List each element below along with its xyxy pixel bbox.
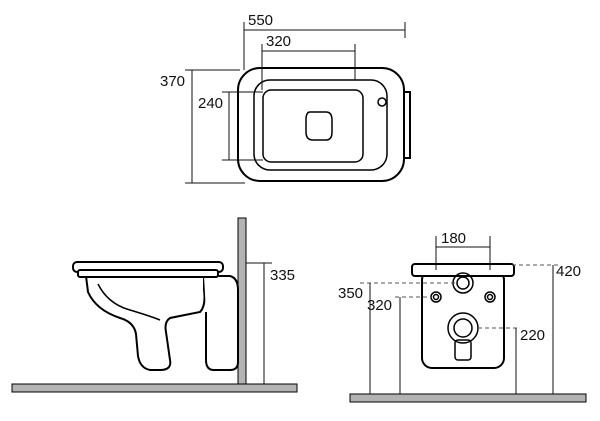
side-view-bowl bbox=[84, 275, 206, 371]
dim-top-width-inner: 320 bbox=[266, 33, 291, 50]
dim-side-height-rim: 335 bbox=[270, 267, 295, 284]
front-view-bolt-right bbox=[484, 291, 496, 303]
dim-front-height-inlet: 320 bbox=[367, 297, 392, 314]
dim-front-height-outlet: 220 bbox=[520, 327, 545, 344]
front-view-floor bbox=[349, 393, 587, 403]
dim-top-depth-inner: 240 bbox=[198, 95, 223, 112]
side-view: 335 bbox=[11, 217, 298, 393]
dim-front-outlet-spacing: 180 bbox=[441, 230, 466, 247]
front-view: 180 420 350 320 220 bbox=[338, 230, 587, 403]
side-view-wall bbox=[237, 217, 247, 385]
dim-front-height-bolt: 350 bbox=[338, 285, 363, 302]
top-view-hinge-hole bbox=[377, 97, 387, 107]
side-view-rear-mount bbox=[204, 275, 239, 371]
top-view-bowl-inner bbox=[262, 89, 364, 163]
dim-top-depth-outer: 370 bbox=[160, 73, 185, 90]
top-view-seat bbox=[253, 79, 388, 171]
top-view: 550 320 370 240 bbox=[160, 12, 411, 184]
front-view-seat bbox=[411, 263, 515, 277]
dim-front-height-rim: 420 bbox=[556, 263, 581, 280]
top-view-opening bbox=[305, 111, 333, 141]
dim-top-width-outer: 550 bbox=[248, 12, 273, 29]
side-view-floor bbox=[11, 383, 298, 393]
